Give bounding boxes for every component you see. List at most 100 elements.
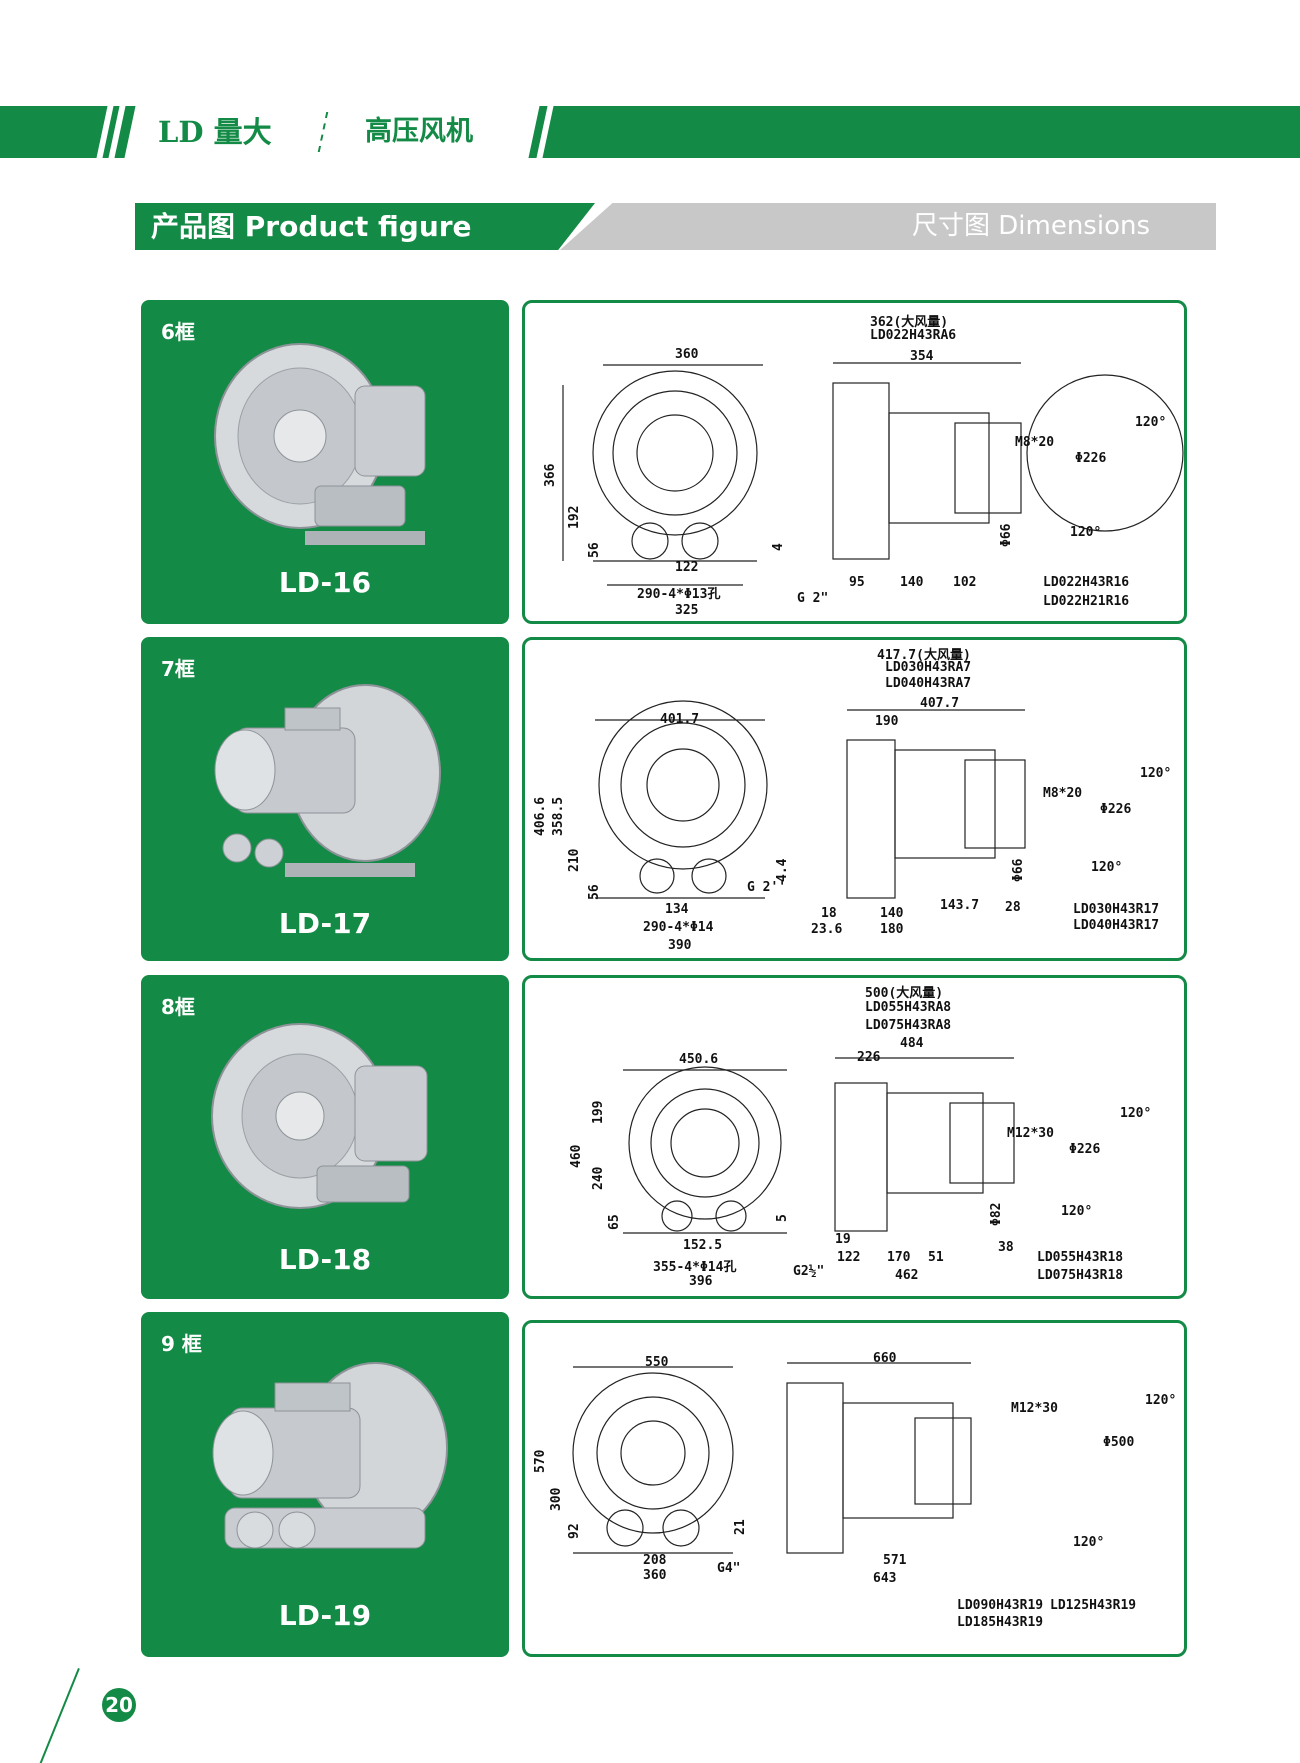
dim-label: 21: [733, 1519, 748, 1535]
dim-label: Φ226: [1075, 451, 1107, 466]
dim-label: 143.7: [940, 898, 980, 913]
dim-label: 407.7: [920, 696, 960, 711]
dim-label: 550: [645, 1355, 669, 1370]
dim-label: 23.6: [811, 922, 843, 937]
dim-label: LD055H43RA8: [865, 1000, 952, 1015]
dim-label: 28: [1005, 900, 1021, 915]
dim-label: 484: [900, 1036, 924, 1051]
frame-size-label: 8框: [161, 995, 195, 1019]
dim-label: 406.6: [533, 796, 548, 836]
dim-label: 192: [567, 505, 582, 529]
model-label: LD-18: [278, 1243, 372, 1276]
dim-label: 460: [569, 1144, 584, 1168]
dim-label: Φ66: [1011, 858, 1026, 882]
frame-size-label: 7框: [161, 657, 195, 681]
dim-label: 120°: [1140, 766, 1172, 781]
dim-label: 170: [887, 1250, 911, 1265]
dim-label: Φ500: [1103, 1435, 1135, 1450]
product-panel-ld17: 7框 LD-17: [141, 637, 509, 961]
dimension-drawing: [572, 1362, 972, 1554]
dim-label: 450.6: [679, 1052, 719, 1067]
model-code: LD185H43R19: [957, 1615, 1044, 1630]
dim-label: 120°: [1073, 1535, 1105, 1550]
model-code: LD022H43R16: [1043, 575, 1130, 590]
dim-label: 92: [567, 1523, 582, 1539]
dim-label: 417.7(大风量): [877, 648, 971, 663]
dim-label: 240: [591, 1166, 606, 1190]
dim-label: 102: [953, 575, 977, 590]
dimension-panel-ld17: 417.7(大风量) LD030H43RA7 LD040H43RA7 407.7…: [522, 637, 1187, 961]
model-code: LD125H43R19: [1050, 1598, 1137, 1613]
dim-label: 358.5: [551, 796, 566, 836]
section-title-product: 产品图 Product figure: [151, 210, 472, 243]
dim-label: G4": [717, 1561, 741, 1576]
page-number: 20: [102, 1688, 136, 1722]
dim-label: M12*30: [1011, 1401, 1058, 1416]
dim-label: 360: [643, 1568, 667, 1583]
dim-label: 38: [998, 1240, 1014, 1255]
model-code: LD040H43R17: [1073, 918, 1160, 933]
dim-label: 290-4*Φ13孔: [637, 587, 721, 602]
blower-image: [211, 1023, 428, 1209]
dim-label: LD022H43RA6: [870, 328, 957, 343]
section-title-dimensions: 尺寸图 Dimensions: [911, 211, 1150, 241]
dim-label: 199: [591, 1100, 606, 1124]
frame-size-label: 6框: [161, 320, 195, 344]
dimension-drawing: [562, 362, 1184, 586]
dim-label: 390: [668, 938, 692, 953]
page-number-line: [36, 1668, 80, 1763]
dim-label: 4.4: [775, 858, 790, 882]
dim-label: 300: [549, 1487, 564, 1511]
dim-label: LD075H43RA8: [865, 1018, 952, 1033]
model-code: LD055H43R18: [1037, 1250, 1124, 1265]
dim-label: 190: [875, 714, 899, 729]
dim-label: LD030H43RA7: [885, 660, 972, 675]
dim-label: Φ66: [999, 523, 1014, 547]
dim-label: 360: [675, 347, 699, 362]
dim-label: M8*20: [1043, 786, 1083, 801]
dim-label: 570: [533, 1449, 548, 1473]
dim-label: G 2": [797, 591, 829, 606]
dim-label: 120°: [1145, 1393, 1177, 1408]
dim-label: 18: [821, 906, 837, 921]
dimension-panel-ld16: 362(大风量) LD022H43RA6 360 354 366 192 56 …: [522, 300, 1187, 624]
dim-label: 396: [689, 1274, 713, 1289]
blower-image: [214, 684, 441, 877]
dim-label: 140: [880, 906, 904, 921]
product-panel-ld19: 9 框 LD-19: [141, 1312, 509, 1657]
dim-label: 56: [587, 542, 602, 558]
dimension-panel-ld19: 550 660 570 300 92 21 208 360 G4" 571 64…: [522, 1320, 1187, 1657]
section-header-dimensions: 尺寸图 Dimensions: [560, 203, 1216, 250]
dimension-drawing: [623, 1057, 1015, 1234]
dim-label: 65: [607, 1214, 622, 1230]
dim-label: 290-4*Φ14: [643, 920, 714, 935]
dim-label: 120°: [1120, 1106, 1152, 1121]
dim-label: 140: [900, 575, 924, 590]
dim-label: Φ82: [989, 1202, 1004, 1226]
dim-label: G2½": [793, 1264, 825, 1279]
dim-label: 122: [675, 560, 699, 575]
dim-label: 120°: [1135, 415, 1167, 430]
dim-label: M8*20: [1015, 435, 1055, 450]
dim-label: 226: [857, 1050, 881, 1065]
blower-image: [214, 343, 426, 545]
frame-size-label: 9 框: [161, 1332, 202, 1356]
dimension-drawing: [595, 700, 1026, 899]
model-code: LD075H43R18: [1037, 1268, 1124, 1283]
dim-label: M12*30: [1007, 1126, 1054, 1141]
dim-label: LD040H43RA7: [885, 676, 972, 691]
dim-label: 4: [771, 543, 786, 551]
dim-label: 19: [835, 1232, 851, 1247]
product-panel-ld16: 6框 LD-16: [141, 300, 509, 624]
dim-label: 134: [665, 902, 689, 917]
dim-label: 152.5: [683, 1238, 723, 1253]
dim-label: 56: [587, 884, 602, 900]
dim-label: 462: [895, 1268, 919, 1283]
dim-label: 500(大风量): [865, 986, 944, 1001]
dimension-panel-ld18: 500(大风量) LD055H43RA8 LD075H43RA8 484 226…: [522, 975, 1187, 1299]
model-code: LD090H43R19: [957, 1598, 1044, 1613]
model-code: LD022H21R16: [1043, 594, 1130, 609]
dim-label: 180: [880, 922, 904, 937]
dim-label: 5: [775, 1214, 790, 1222]
dim-label: G 2'': [747, 880, 787, 895]
